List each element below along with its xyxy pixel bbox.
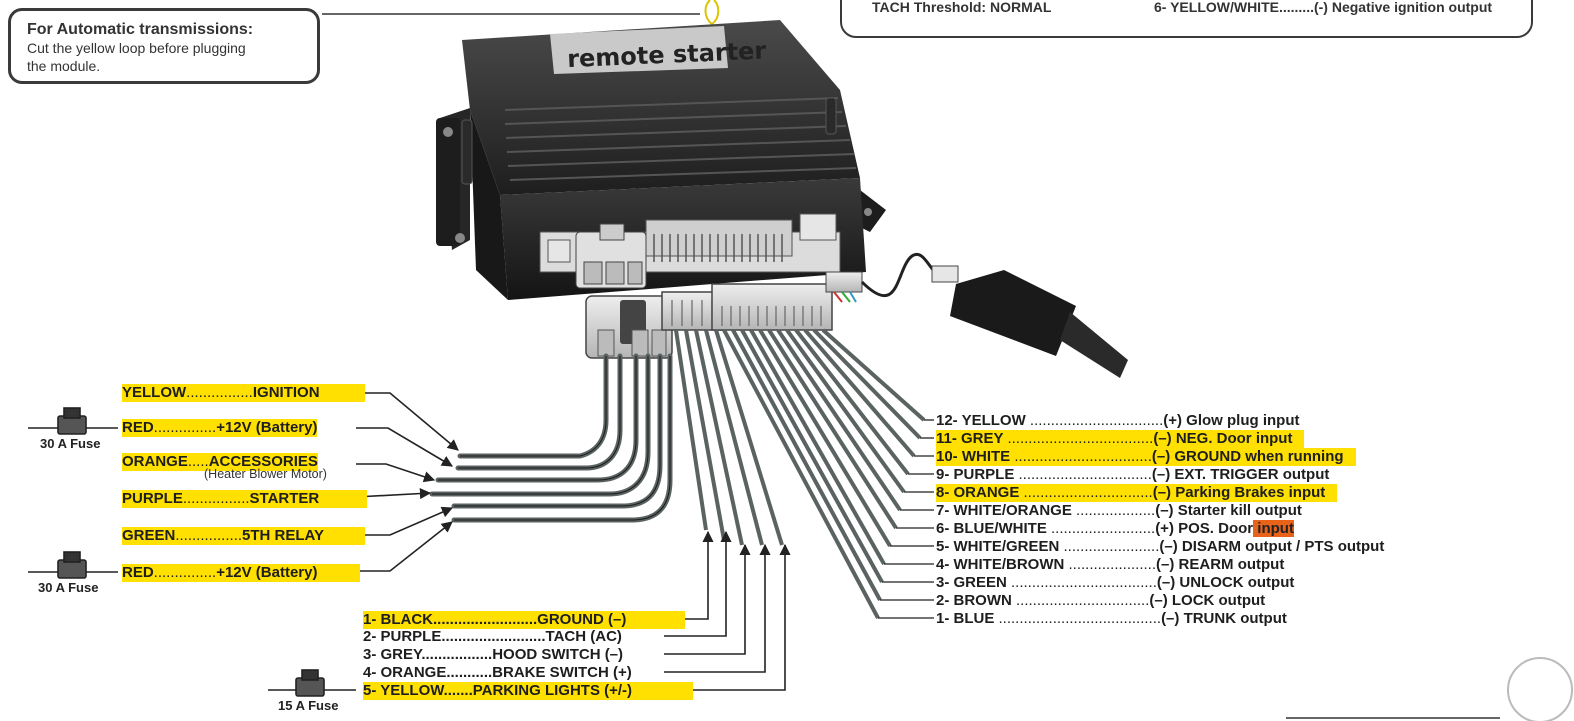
fuse-label: 30 A Fuse <box>40 436 101 451</box>
power-wire-label: RED...............+12V (Battery) <box>122 564 360 582</box>
wire-dots: ....................... <box>1063 538 1160 555</box>
fuse-icon <box>28 407 118 435</box>
right-wire-label: 4- WHITE/BROWN .....................(–) … <box>936 556 1284 574</box>
wire-color: RED <box>122 564 154 581</box>
wire-function: (+) POS. Door <box>1155 520 1254 537</box>
wire-name: 11- GREY <box>936 430 1008 447</box>
wire-name: 12- YELLOW <box>936 412 1030 429</box>
wire-dots: ..... <box>187 453 209 470</box>
wire-name: 9- PURPLE <box>936 466 1019 483</box>
callout-title: For Automatic transmissions: <box>27 21 254 38</box>
wire-dots: ................................... <box>1011 574 1157 591</box>
fuse-icon <box>268 669 356 697</box>
wire-function: (–) DISARM output / PTS output <box>1159 538 1385 555</box>
callout-body-line2: the module. <box>27 58 101 74</box>
wire-function: (+) Glow plug input <box>1163 412 1300 429</box>
wire-dots: ..................... <box>1068 556 1157 573</box>
wire-dots: ................................ <box>1016 592 1150 609</box>
wire-name: 1- BLUE <box>936 610 999 627</box>
wire-dots: ................................... <box>1007 430 1154 447</box>
wire-dots: ................ <box>175 527 243 544</box>
wire-function: (–) EXT. TRIGGER output <box>1151 466 1330 483</box>
sensor-antenna <box>825 252 1128 378</box>
wire-name: 2- BROWN <box>936 592 1016 609</box>
wire-color: GREEN <box>122 527 176 544</box>
right-wire-label: 11- GREY ...............................… <box>936 430 1305 448</box>
right-wire-label: 8- ORANGE ..............................… <box>936 484 1338 502</box>
wire-function: STARTER <box>249 490 320 507</box>
right-wire-label: 6- BLUE/WHITE .........................(… <box>936 520 1294 538</box>
wire-function: (–) TRUNK output <box>1161 610 1287 627</box>
power-wire-label: GREEN................5TH RELAY <box>122 527 365 545</box>
wire-dots: ............................... <box>1023 484 1153 501</box>
wire-dots: ......................... <box>1051 520 1156 537</box>
wire-color: ORANGE <box>122 453 188 470</box>
power-wire-label: PURPLE................STARTER <box>122 490 367 508</box>
power-wire-label: ORANGE.....ACCESSORIES <box>122 453 318 471</box>
wire-name: 6- BLUE/WHITE <box>936 520 1051 537</box>
wire-function: (–) NEG. Door input <box>1153 430 1293 447</box>
wire-dots: ............... <box>153 564 217 581</box>
wire-name: 3- GREEN <box>936 574 1012 591</box>
accessories-note: (Heater Blower Motor) <box>204 467 327 481</box>
wire-function: +12V (Battery) <box>216 564 318 581</box>
wire-name: 5- WHITE/GREEN <box>936 538 1064 555</box>
bottom-wire-label: 4- ORANGE...........BRAKE SWITCH (+) <box>363 664 632 681</box>
wire-function: +12V (Battery) <box>216 419 318 436</box>
fuse-label: 30 A Fuse <box>38 580 99 595</box>
wire-dots: ....................................... <box>998 610 1162 627</box>
right-wire-label: 9- PURPLE ..............................… <box>936 466 1329 484</box>
wire-function: (–) GROUND when running <box>1151 448 1344 465</box>
wire-color: RED <box>122 419 154 436</box>
right-wire-label: 10- WHITE ..............................… <box>936 448 1356 466</box>
wire-color: YELLOW <box>122 384 187 401</box>
wire-function: (–) UNLOCK output <box>1156 574 1295 591</box>
right-wire-label: 2- BROWN ...............................… <box>936 592 1265 610</box>
wire-function: (–) REARM output <box>1156 556 1285 573</box>
power-wire-label: YELLOW................IGNITION <box>122 384 365 402</box>
wire-function: IGNITION <box>252 384 320 401</box>
bottom-wire-label: 2- PURPLE.........................TACH (… <box>363 628 622 645</box>
yellow-loop <box>704 0 720 26</box>
wire-name: 4- WHITE/BROWN <box>936 556 1069 573</box>
wire-dots: ................ <box>182 490 250 507</box>
watermark-badge <box>1507 657 1573 721</box>
wire-name: 10- WHITE <box>936 448 1015 465</box>
wire-name: 8- ORANGE <box>936 484 1024 501</box>
callout-body-line1: Cut the yellow loop before plugging <box>27 40 246 56</box>
bottom-wire-label: 1- BLACK.........................GROUND … <box>363 611 685 629</box>
wire-function: (–) LOCK output <box>1149 592 1266 609</box>
wire-function: 5TH RELAY <box>242 527 324 544</box>
wire-color: PURPLE <box>122 490 183 507</box>
power-plug <box>585 295 673 359</box>
wire-function: ACCESSORIES <box>208 453 318 470</box>
wire-dots: ................................ <box>1018 466 1152 483</box>
wire-dots: ................... <box>1076 502 1156 519</box>
fuse-icon <box>28 551 118 579</box>
right-wire-label: 7- WHITE/ORANGE ...................(–) S… <box>936 502 1302 520</box>
right-wire-label: 3- GREEN ...............................… <box>936 574 1294 592</box>
fuse-label: 15 A Fuse <box>278 698 339 713</box>
wire-function: (–) Starter kill output <box>1155 502 1302 519</box>
wire-name: 7- WHITE/ORANGE <box>936 502 1077 519</box>
module-unit: remote starter <box>436 20 886 300</box>
wire-dots: ................................. <box>1014 448 1152 465</box>
tach-threshold-text: TACH Threshold: NORMAL <box>872 0 1052 15</box>
wire-function-tail: input <box>1253 520 1294 537</box>
top-info-box: TACH Threshold: NORMAL 6- YELLOW/WHITE..… <box>840 0 1533 38</box>
bottom-wire-label: 5- YELLOW.......PARKING LIGHTS (+/-) <box>363 682 693 700</box>
right-wire-label: 12- YELLOW .............................… <box>936 412 1300 430</box>
wire-function: (–) Parking Brakes input <box>1152 484 1326 501</box>
top-right-wire-text: 6- YELLOW/WHITE.........(-) Negative ign… <box>1154 0 1493 15</box>
wire-dots: ................................ <box>1029 412 1164 429</box>
bottom-wire-label: 3- GREY.................HOOD SWITCH (–) <box>363 646 624 663</box>
wire-dots: ............... <box>153 419 217 436</box>
automatic-transmission-callout: For Automatic transmissions: Cut the yel… <box>8 8 320 84</box>
twelve-pin-plug <box>711 283 833 331</box>
wire-dots: ................ <box>186 384 253 401</box>
power-wire-label: RED...............+12V (Battery) <box>122 419 318 437</box>
right-wire-label: 5- WHITE/GREEN .......................(–… <box>936 538 1384 556</box>
right-wire-label: 1- BLUE ................................… <box>936 610 1287 628</box>
